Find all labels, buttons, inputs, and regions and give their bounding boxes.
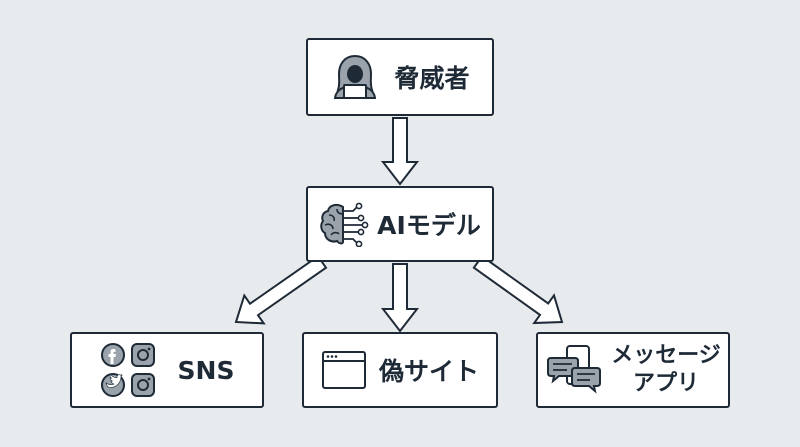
node-label: SNS xyxy=(177,355,235,385)
node-fake-site: 偽サイト xyxy=(302,332,498,408)
arrow-ai-model-to-sns xyxy=(234,254,328,325)
node-label: メッセージ アプリ xyxy=(611,343,721,396)
social-media-icons xyxy=(100,343,155,397)
arrow-threat-actor-to-ai-model xyxy=(380,117,420,186)
node-sns: SNS xyxy=(70,332,264,408)
twitter-icon xyxy=(100,373,125,397)
instagram-icon xyxy=(130,373,155,397)
node-messaging-app: メッセージ アプリ xyxy=(536,332,730,408)
hooded-hacker-icon xyxy=(334,54,377,99)
arrow-ai-model-to-messaging-app xyxy=(472,254,564,325)
node-label: AIモデル xyxy=(377,211,481,240)
node-threat-actor: 脅威者 xyxy=(306,38,494,116)
instagram-icon xyxy=(130,343,155,367)
node-label: 脅威者 xyxy=(394,64,470,93)
facebook-icon xyxy=(100,343,125,367)
node-label: 偽サイト xyxy=(378,357,479,386)
arrow-ai-model-to-fake-site xyxy=(380,263,420,333)
node-ai-model: AIモデル xyxy=(306,186,494,262)
ai-brain-icon xyxy=(320,202,369,247)
chat-bubbles-icon xyxy=(547,345,602,394)
browser-window-icon xyxy=(321,351,366,389)
